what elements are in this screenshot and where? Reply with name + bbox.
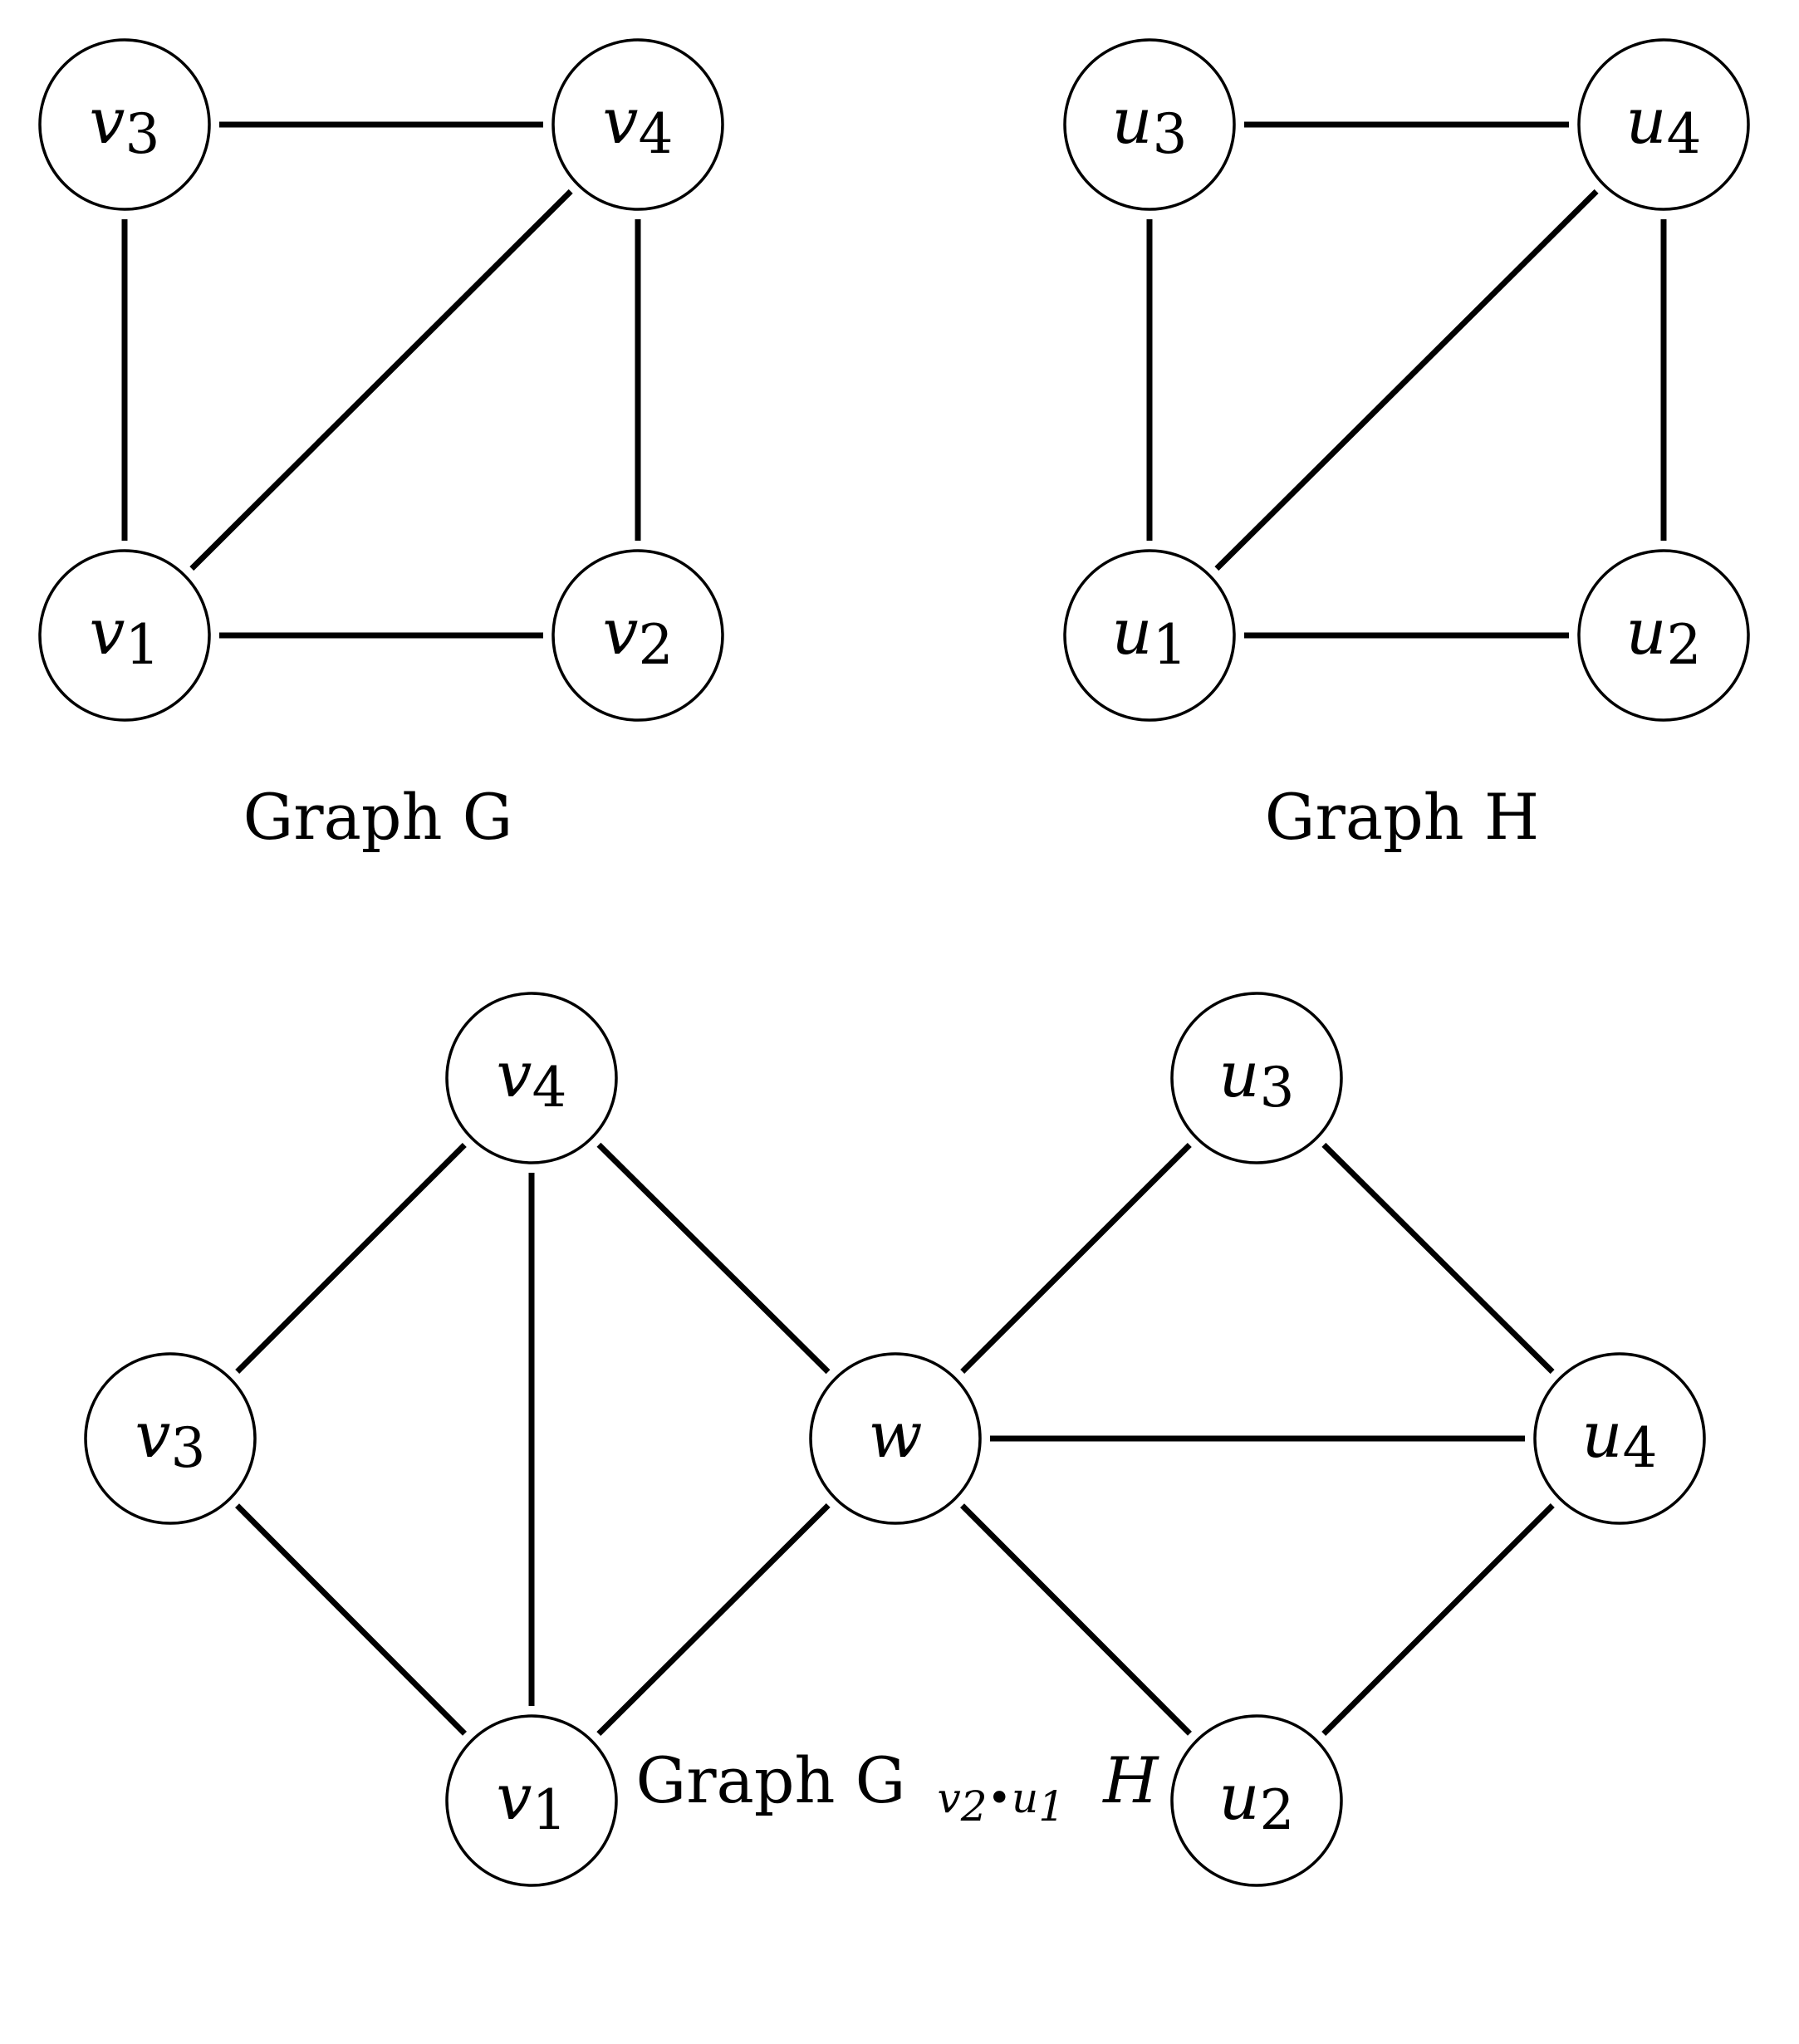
node-label-base: v	[90, 595, 125, 669]
node-label-subscript: 4	[532, 1056, 566, 1120]
node-h-u4: u4	[1577, 38, 1750, 211]
node-g-v3: v3	[38, 38, 211, 211]
node-circle-h-u1	[1063, 549, 1236, 722]
node-label-g-v1: v1	[90, 595, 160, 677]
node-label-base: u	[1219, 1037, 1260, 1111]
edge-gh-v4-w	[596, 1142, 831, 1375]
node-label-h-u3: u3	[1112, 84, 1188, 166]
edge-g-v4-v1	[189, 189, 573, 571]
caption-operator-v-sub: 2	[960, 1782, 988, 1831]
caption-product-suffix: H	[1101, 1743, 1159, 1817]
node-h-u3: u3	[1063, 38, 1236, 211]
caption-operator-v: v	[937, 1774, 960, 1822]
node-label-subscript: 4	[1666, 102, 1701, 166]
node-circle-h-u4	[1577, 38, 1750, 211]
node-label-base: w	[868, 1398, 922, 1472]
node-circle-g-v4	[551, 38, 724, 211]
caption-graph-product: Graph G v2•u1 H	[635, 1743, 1159, 1836]
node-label-gh-u3: u3	[1219, 1037, 1295, 1120]
edge-gh-u3-u4	[1321, 1142, 1555, 1375]
node-circle-gh-u4	[1533, 1352, 1706, 1525]
node-label-gh-u2: u2	[1219, 1760, 1295, 1842]
caption-operator-u: u	[1012, 1774, 1038, 1822]
node-label-base: v	[135, 1398, 171, 1472]
node-label-subscript: 4	[638, 102, 673, 166]
caption-operator-u-sub: 1	[1038, 1782, 1065, 1831]
node-gh-v1: v1	[445, 1714, 618, 1887]
node-label-gh-v1: v1	[497, 1760, 567, 1842]
caption-product-prefix: Graph G	[635, 1743, 905, 1817]
node-circle-gh-w	[809, 1352, 982, 1525]
node-label-base: u	[1582, 1398, 1623, 1472]
node-circle-gh-v4	[445, 992, 618, 1164]
node-label-subscript: 4	[1622, 1416, 1657, 1480]
node-label-base: v	[90, 84, 125, 158]
edge-gh-w-u3	[960, 1143, 1192, 1374]
caption-graph-g: Graph G	[243, 780, 513, 854]
edge-h-u4-u1	[1214, 189, 1599, 571]
edge-gh-v3-v1	[235, 1503, 467, 1736]
node-label-subscript: 3	[125, 102, 159, 166]
node-circle-gh-u2	[1170, 1714, 1343, 1887]
node-label-subscript: 1	[1152, 613, 1187, 677]
caption-graph-h: Graph H	[1265, 780, 1539, 854]
node-circle-gh-v1	[445, 1714, 618, 1887]
node-label-subscript: 1	[532, 1778, 566, 1842]
node-label-subscript: 3	[1259, 1056, 1294, 1120]
node-circle-g-v3	[38, 38, 211, 211]
node-label-h-u4: u4	[1626, 84, 1702, 166]
node-label-subscript: 1	[125, 613, 159, 677]
node-label-subscript: 3	[170, 1416, 205, 1480]
node-label-base: u	[1112, 595, 1153, 669]
edge-gh-v4-v3	[235, 1143, 467, 1374]
caption-operator-dot: •	[988, 1774, 1012, 1822]
node-label-h-u1: u1	[1112, 595, 1188, 677]
node-h-u2: u2	[1577, 549, 1750, 722]
node-g-v1: v1	[38, 549, 211, 722]
node-label-g-v2: v2	[603, 595, 674, 677]
edge-gh-u4-u2	[1321, 1503, 1555, 1736]
node-gh-u4: u4	[1533, 1352, 1706, 1525]
node-circle-gh-u3	[1170, 992, 1343, 1164]
node-label-subscript: 3	[1152, 102, 1187, 166]
edge-gh-v1-w	[596, 1502, 831, 1737]
node-label-h-u2: u2	[1626, 595, 1702, 677]
node-label-subscript: 2	[1666, 613, 1701, 677]
node-label-subscript: 2	[638, 613, 673, 677]
node-label-base: u	[1112, 84, 1153, 158]
node-label-gh-v3: v3	[135, 1398, 206, 1480]
node-label-base: u	[1626, 595, 1667, 669]
node-g-v2: v2	[551, 549, 724, 722]
node-label-base: v	[497, 1037, 532, 1111]
node-label-g-v3: v3	[90, 84, 160, 166]
node-label-base: u	[1219, 1760, 1260, 1834]
node-circle-g-v2	[551, 549, 724, 722]
node-g-v4: v4	[551, 38, 724, 211]
node-circle-h-u3	[1063, 38, 1236, 211]
node-label-base: v	[603, 595, 639, 669]
node-label-base: u	[1626, 84, 1667, 158]
edge-gh-w-u2	[960, 1503, 1192, 1736]
node-gh-v4: v4	[445, 992, 618, 1164]
node-circle-h-u2	[1577, 549, 1750, 722]
node-label-subscript: 2	[1259, 1778, 1294, 1842]
node-label-base: v	[497, 1760, 532, 1834]
node-label-base: v	[603, 84, 639, 158]
node-gh-w: w	[809, 1352, 982, 1525]
node-gh-u3: u3	[1170, 992, 1343, 1164]
node-label-gh-v4: v4	[497, 1037, 567, 1120]
node-label-gh-u4: u4	[1582, 1398, 1658, 1480]
node-label-gh-w: w	[868, 1398, 922, 1472]
node-gh-u2: u2	[1170, 1714, 1343, 1887]
node-h-u1: u1	[1063, 549, 1236, 722]
node-circle-gh-v3	[84, 1352, 257, 1525]
edges-layer	[121, 121, 1667, 1737]
node-label-g-v4: v4	[603, 84, 674, 166]
node-circle-g-v1	[38, 549, 211, 722]
node-gh-v3: v3	[84, 1352, 257, 1525]
